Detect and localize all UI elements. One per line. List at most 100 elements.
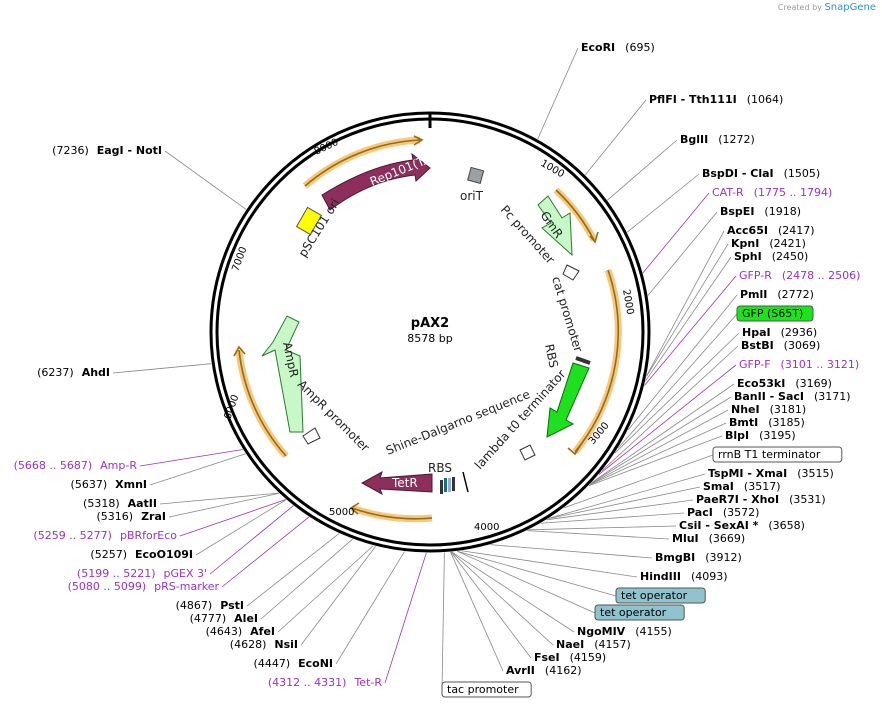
leader-r-6 [646, 230, 725, 377]
site-label-l-1[interactable]: (6237)AhdI [37, 366, 110, 379]
site-label-r-6[interactable]: Acc65I(2417) [727, 224, 815, 237]
primer-label-r-4[interactable]: CAT-R(1775 .. 1794) [712, 186, 832, 199]
site-label-l-5[interactable]: (5316)ZraI [97, 510, 167, 523]
site-label-l-3[interactable]: (5637)XmnI [71, 478, 147, 491]
site-label-l-4[interactable]: (5318)AatII [83, 497, 157, 510]
site-label-r-21[interactable]: TspMI - XmaI(3515) [708, 467, 834, 480]
site-label-r-18[interactable]: BmtI(3185) [729, 416, 805, 429]
site-label-r-12[interactable]: HpaI(2936) [742, 326, 817, 339]
leader-r-18 [589, 422, 727, 485]
leader-r-30 [457, 550, 596, 614]
leader-r-14 [598, 364, 737, 475]
gfp-arrow [546, 362, 590, 438]
site-label-l-7[interactable]: (5257)EcoO109I [90, 548, 193, 561]
leader-r-21 [548, 473, 706, 519]
feature-box-30 [594, 604, 685, 621]
leader-l-5 [168, 492, 280, 518]
leader-l-3 [149, 453, 246, 486]
leader-l-11 [260, 538, 353, 620]
leader-lines [112, 47, 740, 691]
site-label-r-1[interactable]: PflFI - Tth111I(1064) [649, 93, 783, 106]
site-label-r-35[interactable]: tac promoter [447, 683, 519, 696]
primer-label-r-14[interactable]: GFP-F(3101 .. 3121) [739, 358, 859, 371]
tick-6000: 6000 [222, 393, 241, 421]
plasmid-name: pAX2 [411, 316, 449, 331]
leader-r-27 [490, 544, 653, 559]
leader-r-35 [441, 552, 445, 691]
site-label-r-17[interactable]: NheI(3181) [731, 403, 806, 416]
feature-box-35 [441, 681, 532, 698]
site-label-r-25[interactable]: CsiI - SexAI *(3658) [679, 519, 805, 532]
site-label-r-7[interactable]: KpnI(2421) [731, 237, 806, 250]
leader-l-6 [179, 499, 286, 537]
ampr-promoter-arrow [302, 427, 321, 445]
leader-r-32 [451, 551, 554, 646]
site-label-r-33[interactable]: FseI(4159) [534, 651, 606, 664]
site-label-l-14[interactable]: (4447)EcoNI [254, 657, 333, 670]
cat-promoter-label: cat promoter [549, 275, 585, 354]
site-label-r-29[interactable]: tet operator [621, 589, 688, 602]
site-label-r-32[interactable]: NaeI(4157) [556, 638, 631, 651]
leader-r-34 [450, 551, 504, 672]
primer-label-l-2[interactable]: (5668 .. 5687)Amp-R [14, 459, 138, 472]
tick-2000: 2000 [620, 289, 635, 316]
site-label-r-28[interactable]: HindIII(4093) [640, 570, 728, 583]
site-label-l-11[interactable]: (4777)AleI [190, 612, 258, 625]
leader-r-19 [588, 435, 723, 487]
leader-r-5 [647, 211, 718, 296]
site-labels: EcoRI(695) PflFI - Tth111I(1064) BglII(127… [14, 41, 860, 698]
plasmid-length: 8578 bp [407, 332, 452, 345]
site-label-r-13[interactable]: BstBI(3069) [741, 339, 820, 352]
leader-l-14 [335, 551, 405, 665]
tac-elements [440, 471, 469, 494]
site-label-r-30[interactable]: tet operator [600, 606, 667, 619]
leader-l-8 [209, 505, 294, 575]
leader-r-13 [601, 345, 739, 471]
site-label-r-24[interactable]: PacI(3572) [687, 506, 759, 519]
leader-l-13 [300, 545, 377, 646]
site-label-r-5[interactable]: BspEI(1918) [720, 205, 801, 218]
site-label-r-34[interactable]: AvrII(4162) [506, 664, 581, 677]
site-label-l-13[interactable]: (4628)NsiI [230, 638, 298, 651]
primer-label-r-9[interactable]: GFP-R(2478 .. 2506) [739, 269, 860, 282]
tetr-label: TetR [391, 476, 418, 490]
tetr-arrow [360, 470, 433, 496]
site-label-l-10[interactable]: (4867)PstI [176, 599, 244, 612]
site-label-r-0[interactable]: EcoRI(695) [581, 41, 655, 54]
feature-box-11 [736, 305, 814, 322]
site-label-r-19[interactable]: BlpI(3195) [725, 429, 796, 442]
orf-arrows [233, 135, 619, 520]
leader-r-33 [450, 551, 532, 659]
site-label-r-11[interactable]: GFP (S65T) [742, 307, 803, 320]
orit-box [467, 166, 485, 184]
cat-promoter-arrow [562, 264, 580, 281]
leader-r-8 [645, 256, 732, 382]
site-label-r-15[interactable]: Eco53kI(3169) [737, 377, 832, 390]
site-label-r-3[interactable]: BspDI - ClaI(1505) [702, 167, 820, 180]
site-label-r-10[interactable]: PmlI(2772) [740, 288, 814, 301]
site-label-r-26[interactable]: MluI(3669) [672, 532, 745, 545]
site-label-r-2[interactable]: BglII(1272) [680, 133, 755, 146]
ampr-promoter-label: AmpR promoter [295, 377, 372, 454]
site-label-r-20[interactable]: rrnB T1 terminator [718, 448, 821, 461]
site-label-r-16[interactable]: BanII - SacI(3171) [734, 390, 851, 403]
site-label-r-8[interactable]: SphI(2450) [734, 250, 808, 263]
gmr-arrow [537, 195, 573, 257]
site-label-r-27[interactable]: BmgBI(3912) [655, 551, 742, 564]
site-label-r-31[interactable]: NgoMIV(4155) [577, 625, 672, 638]
site-label-r-23[interactable]: PaeR7I - XhoI(3531) [696, 493, 826, 506]
feature-box-20 [712, 446, 843, 463]
site-label-r-22[interactable]: SmaI(3517) [703, 480, 780, 493]
primer-label-l-15[interactable]: (4312 .. 4331)Tet-R [268, 676, 382, 689]
primer-label-l-9[interactable]: (5080 .. 5099)pRS-marker [68, 580, 220, 593]
primer-label-l-8[interactable]: (5199 .. 5221)pGEX 3' [77, 567, 207, 580]
site-label-l-12[interactable]: (4643)AfeI [206, 625, 275, 638]
leader-r-11 [617, 313, 738, 449]
leader-r-9 [644, 275, 737, 386]
primer-label-l-6[interactable]: (5259 .. 5277)pBRforEco [33, 529, 177, 542]
rbs-label-2: RBS [428, 461, 452, 475]
leader-l-1 [112, 363, 212, 374]
site-label-l-0[interactable]: (7236)EagI - NotI [52, 144, 162, 157]
leader-r-12 [614, 332, 740, 454]
